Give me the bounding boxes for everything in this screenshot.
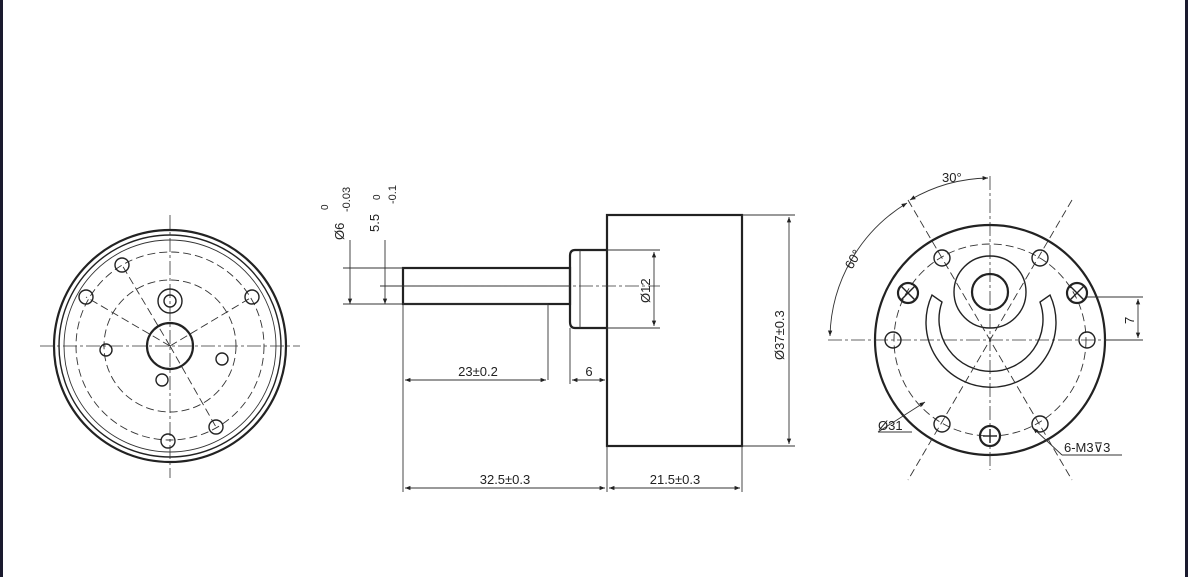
boss-length-label: 6 — [585, 364, 592, 379]
boss-dia-label: Ø12 — [638, 278, 653, 303]
angle-arc-60 — [827, 202, 908, 337]
front-boss — [953, 255, 1027, 329]
angle-arc-30 — [909, 175, 989, 201]
rear-small-hole — [155, 373, 169, 387]
rear-mount-hole — [244, 289, 260, 305]
rear-top-hole — [157, 288, 183, 314]
offset-7-label: 7 — [1122, 317, 1137, 324]
shaft-dia-label: Ø6 — [332, 223, 347, 240]
front-hole — [933, 415, 951, 433]
rear-top-hole-inner — [163, 294, 177, 308]
shaft-dia-lower-tol: -0.03 — [341, 187, 353, 212]
rear-mount-hole — [114, 257, 130, 273]
rear-hub — [145, 321, 195, 371]
rear-view — [40, 215, 300, 478]
front-hole — [1031, 415, 1049, 433]
angle-60-label: 60° — [842, 247, 865, 272]
total-shaft-label: 32.5±0.3 — [480, 472, 531, 487]
front-hole — [933, 249, 951, 267]
body-length-label: 21.5±0.3 — [650, 472, 701, 487]
front-construction-line — [907, 199, 1073, 481]
scan-border-left — [0, 0, 3, 577]
screw-spec-label: 6-M3⊽3 — [1064, 440, 1110, 455]
scan-border-right — [1185, 0, 1188, 577]
rear-radial-line — [85, 296, 171, 347]
rear-mount-hole — [160, 433, 176, 449]
flat-lower-tol: -0.1 — [387, 185, 399, 204]
front-crescent-slot — [925, 293, 1057, 388]
rear-mount-hole — [208, 419, 224, 435]
shaft-boss — [568, 248, 607, 330]
front-screw-hole — [896, 281, 920, 305]
front-shaft — [970, 272, 1010, 312]
front-screw-hole — [978, 424, 1002, 448]
screw-spec-leader — [1032, 427, 1063, 456]
rear-radial-line — [169, 345, 217, 428]
bolt-circle-leader — [877, 401, 926, 433]
rear-radial-line — [169, 296, 253, 347]
rear-small-hole — [99, 343, 113, 357]
rear-radial-line — [121, 264, 171, 347]
bolt-circle-label: Ø31 — [878, 418, 903, 433]
front-hole — [1078, 331, 1096, 349]
shaft-dia-upper-tol: 0 — [320, 204, 331, 210]
motor-body — [605, 213, 744, 448]
rear-small-hole — [215, 352, 229, 366]
angle-30-label: 30° — [942, 170, 962, 185]
side-view: Ø6 0 -0.03 5.5 0 -0.1 Ø12 Ø37±0.3 23±0.2… — [320, 185, 795, 492]
flat-upper-tol: 0 — [372, 194, 383, 200]
front-hole — [1031, 249, 1049, 267]
flat-label: 5.5 — [367, 214, 382, 232]
body-dia-label: Ø37±0.3 — [772, 310, 787, 360]
front-screw-hole — [1065, 281, 1089, 305]
shaft-length-label: 23±0.2 — [458, 364, 498, 379]
rear-mount-hole — [78, 289, 94, 305]
front-view: 30° 60° 7 Ø31 6-M3⊽3 — [827, 170, 1143, 481]
